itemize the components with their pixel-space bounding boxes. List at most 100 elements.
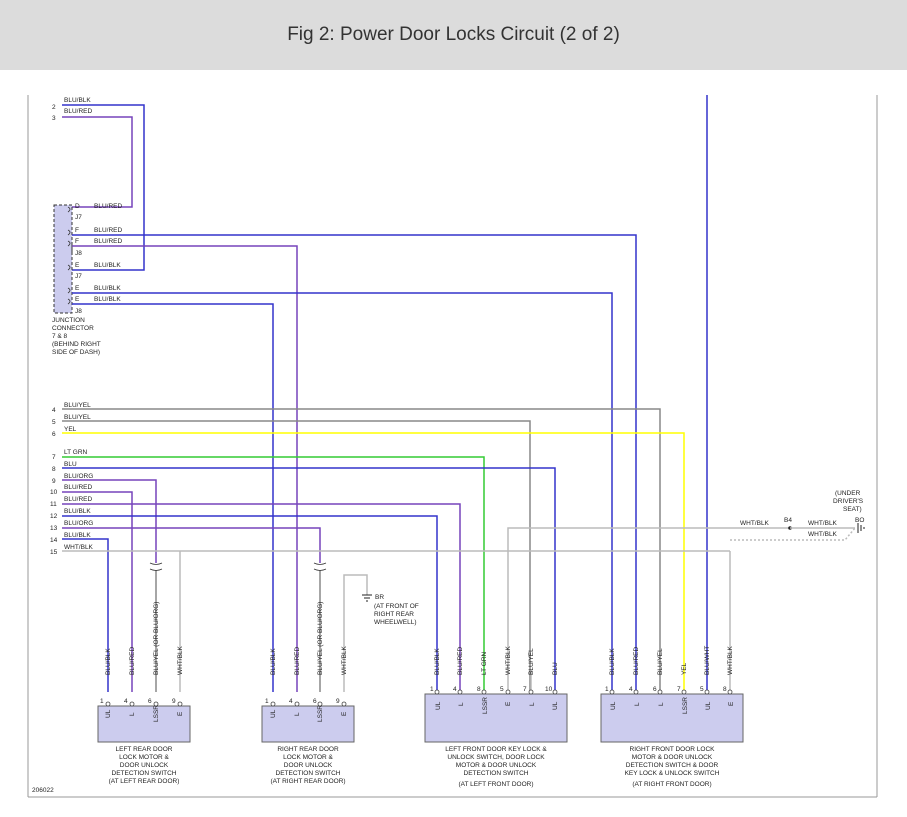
terminal-marks	[67, 206, 71, 305]
junction-wires	[72, 234, 637, 692]
ground-icon	[362, 594, 372, 602]
junction-pin: E	[75, 285, 80, 292]
junction-block	[53, 204, 73, 314]
pin-number: 5	[700, 686, 704, 693]
wire-blu-red-11	[62, 503, 461, 692]
figure-header: Fig 2: Power Door Locks Circuit (2 of 2)	[0, 0, 907, 70]
wire-label: LT GRN	[64, 449, 88, 456]
pin-number: 7	[677, 686, 681, 693]
pin-number: 7	[523, 686, 527, 693]
component-box	[424, 693, 568, 743]
pin-number: 9	[172, 698, 176, 705]
junction-pin: D	[75, 203, 80, 210]
pin-number: 9	[336, 698, 340, 705]
wire-label: BLU/RED	[64, 484, 92, 491]
terminal-label: E	[177, 711, 184, 716]
wire-label: BLU/YEL (OR BLU/ORG)	[153, 602, 160, 675]
wire-label: BLU/RED	[457, 647, 464, 675]
wire-label: BLU	[64, 461, 77, 468]
wire-label: WHT/BLK	[505, 645, 512, 675]
ground-caption: WHEELWELL)	[374, 619, 417, 626]
wire-lt-grn-7	[62, 456, 485, 692]
wire-jf-blu-red-rf	[72, 234, 637, 692]
wire-label: BLU/BLK	[64, 97, 91, 104]
pin-number: 4	[124, 698, 128, 705]
pin-number: 9	[52, 478, 56, 485]
pin-number: 10	[50, 489, 58, 496]
wire-label: BLU/RED	[64, 496, 92, 503]
wire-label: BLU/BLK	[434, 648, 441, 675]
wire-label: BLU/BLK	[94, 296, 121, 303]
pin-number: 6	[653, 686, 657, 693]
wire-label: BLU/BLK	[64, 508, 91, 515]
terminal-label: UL	[552, 701, 559, 710]
splice-label: B4	[784, 517, 792, 524]
junction-connector: D BLU/RED J7 F BLU/RED F BLU/RED J8 E BL…	[52, 203, 122, 356]
component-caption: RIGHT REAR DOOR	[277, 746, 339, 753]
wire-label: BLU	[552, 662, 559, 675]
pin-terminals	[105, 689, 733, 707]
component-caption: DETECTION SWITCH	[112, 770, 177, 777]
wire-label: BLU/RED	[633, 647, 640, 675]
splice-mark-lr	[149, 562, 163, 571]
wire-label: WHT/BLK	[64, 544, 94, 551]
wire-label: BLU/BLK	[270, 648, 277, 675]
ground-icon	[857, 523, 865, 533]
terminal-label: L	[634, 702, 641, 706]
junction-pin: J8	[75, 250, 82, 257]
splice-mark-rr	[313, 562, 327, 571]
wire-label: BLU/BLK	[609, 648, 616, 675]
terminal-label: L	[529, 702, 536, 706]
component-box	[97, 705, 191, 743]
pin-number: 7	[52, 454, 56, 461]
pin-number: 6	[52, 431, 56, 438]
wire-blu-org-9	[62, 479, 157, 563]
wire-label: BLU/ORG	[64, 473, 93, 480]
ground-br: BR (AT FRONT OF RIGHT REAR WHEELWELL)	[362, 594, 419, 626]
wire-label: WHT/BLK	[727, 645, 734, 675]
wire-label: BLU/YEL	[64, 414, 91, 421]
terminal-label: UL	[270, 709, 277, 718]
component-right-front: BLU/BLK BLU/RED BLU/YEL YEL BLU/WHT WHT/…	[600, 645, 744, 788]
component-caption: LOCK MOTOR &	[283, 754, 333, 761]
wire-blu-yel-4	[62, 408, 661, 692]
wire-label: BLU/BLK	[94, 285, 121, 292]
ground-code: BR	[375, 594, 384, 601]
pin-number: 5	[500, 686, 504, 693]
wire-label: YEL	[64, 426, 77, 433]
wire-je-blu-blk-rf	[72, 292, 613, 692]
wire-blu-blk-14	[62, 538, 109, 692]
pin-number: 5	[52, 419, 56, 426]
wiring-diagram-svg: 2 BLU/BLK 3 BLU/RED D BLU/RED J7 F BLU/R…	[27, 95, 878, 798]
wire-label: BLU/BLK	[105, 648, 112, 675]
pin-number: 6	[313, 698, 317, 705]
wire-jf-blu-red-rr	[72, 245, 298, 692]
wiring-diagram: 2 BLU/BLK 3 BLU/RED D BLU/RED J7 F BLU/R…	[0, 70, 907, 817]
pin-number: 10	[545, 686, 553, 693]
wire-wht-blk-rr-ground	[343, 574, 368, 692]
pin-number: 13	[50, 525, 58, 532]
wire-je-blu-blk-rr	[72, 303, 274, 692]
component-caption: UNLOCK SWITCH, DOOR LOCK	[447, 754, 545, 761]
component-caption: (AT LEFT REAR DOOR)	[109, 778, 180, 785]
pin-number: 4	[52, 407, 56, 414]
terminal-label: E	[505, 701, 512, 706]
junction-pin: F	[75, 238, 79, 245]
pin-number: 4	[629, 686, 633, 693]
junction-caption: CONNECTOR	[52, 325, 94, 332]
wire-blu-yel-5	[62, 420, 531, 692]
component-caption: RIGHT FRONT DOOR LOCK	[630, 746, 716, 753]
figure-title: Fig 2: Power Door Locks Circuit (2 of 2)	[287, 24, 620, 45]
pin-number: 12	[50, 513, 58, 520]
wire-blu-red-top	[62, 116, 133, 208]
terminal-label: L	[658, 702, 665, 706]
terminal-label: E	[728, 701, 735, 706]
wire-label: BLU/RED	[94, 203, 122, 210]
wire-label: BLU/YEL	[528, 648, 535, 675]
terminal-label: LSSR	[482, 697, 489, 714]
component-caption: DOOR UNLOCK	[284, 762, 333, 769]
component-caption: DETECTION SWITCH	[276, 770, 341, 777]
ground-caption: DRIVER'S	[833, 498, 864, 505]
wire-label: LT GRN	[481, 651, 488, 675]
wire-label: BLU/RED	[94, 238, 122, 245]
